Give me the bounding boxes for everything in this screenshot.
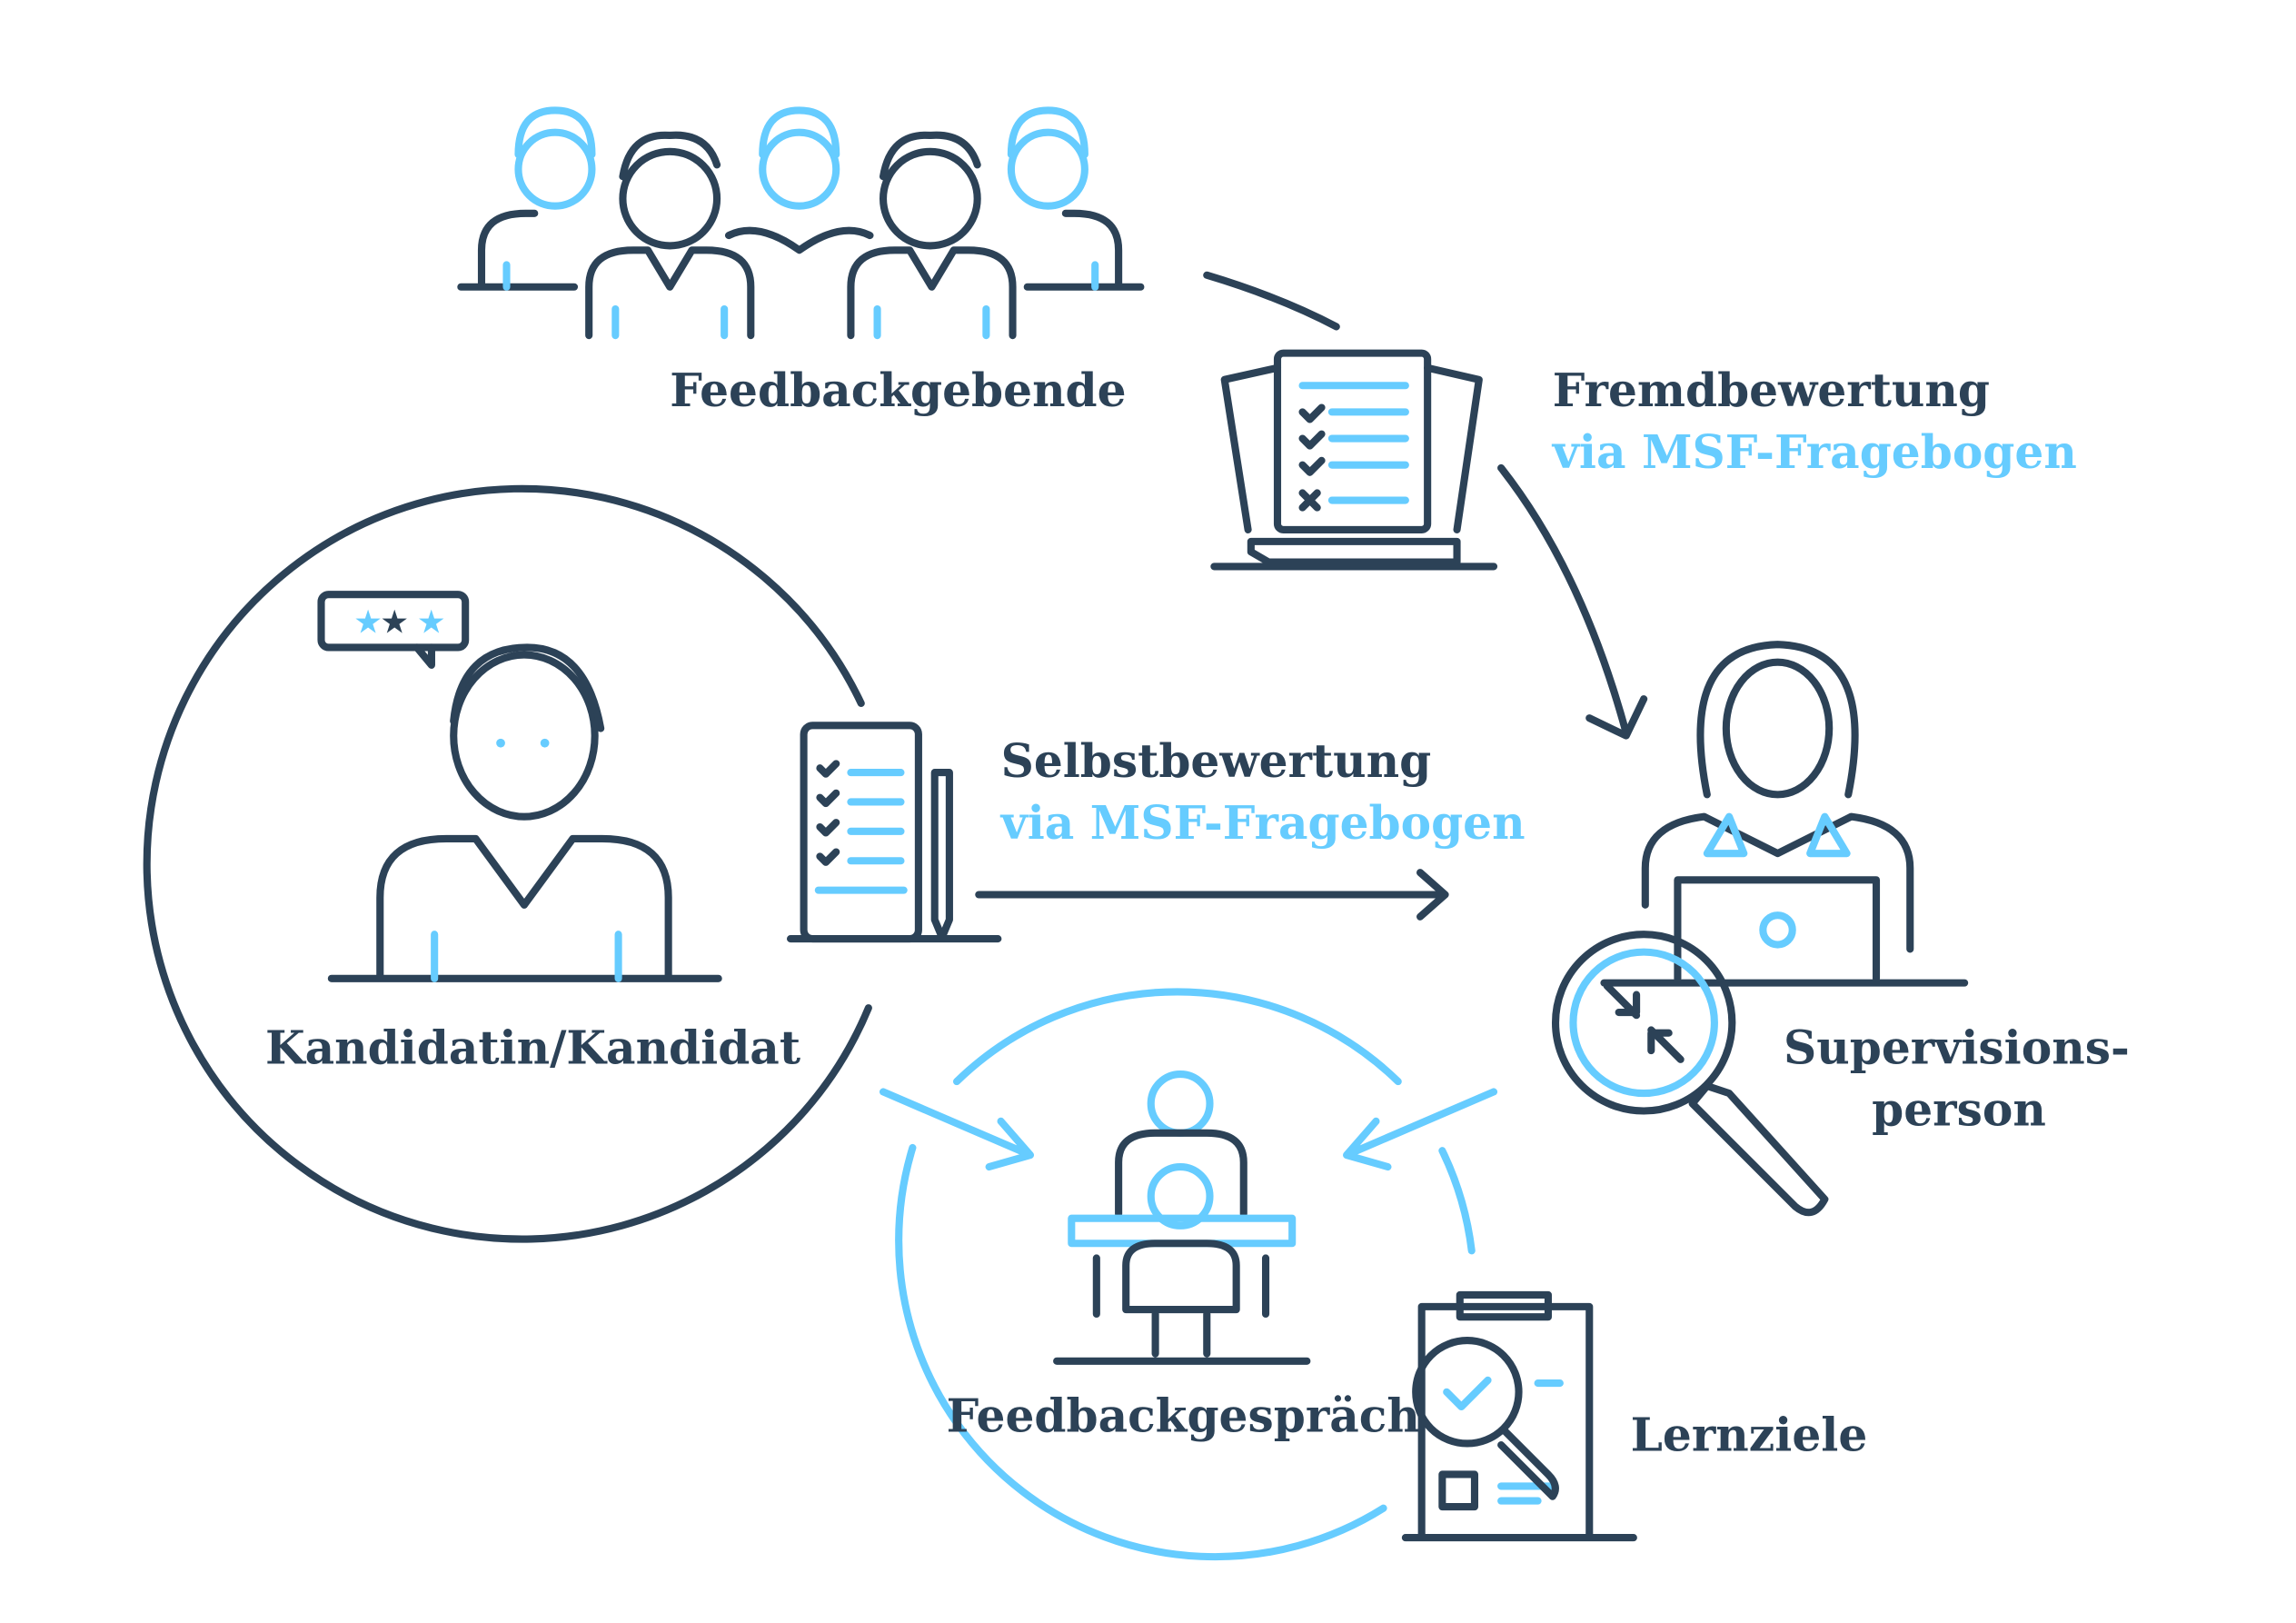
star-icon: ★ [417,603,446,641]
learning-goals-icon [1401,1290,1637,1542]
connector-arrow [1203,271,1340,331]
candidate-label: Kandidatin/Kandidat [265,1021,800,1075]
feedback-talk-label: Feedbackgespräch [947,1389,1420,1443]
supervisor-label-line1: Supervisions- [1784,1021,2130,1075]
feedback-givers-label: Feedbackgebende [670,363,1126,417]
supervisor-label-line2: person [1872,1083,2046,1137]
external-assessment-title: Fremdbewertung [1553,363,1990,417]
meeting-icon [1053,1070,1311,1365]
feedback-givers-icon [457,106,1145,340]
supervisor-icon [1551,641,1969,1217]
star-icon: ★ [353,603,383,641]
candidate-icon: ★ ★ ★ [317,591,722,982]
candidate-circle [143,484,872,1243]
self-assessment-title: Selbstbewertung [1001,734,1432,788]
arrow-to-feedback-talk [879,1088,1035,1171]
arrow-to-feedback-talk [1343,1088,1498,1171]
arrow-to-supervisor [1497,463,1648,740]
self-assessment-subtitle: via MSF-Fragebogen [1000,796,1526,850]
phone-questionnaire-icon [786,722,1002,943]
star-icon: ★ [380,603,409,641]
arrow-to-supervisor [975,869,1449,921]
external-assessment-subtitle: via MSF-Fragebogen [1552,425,2077,479]
learning-goals-label: Lernziele [1631,1409,1868,1462]
feedback-cycle-circle [895,988,1476,1561]
questionnaire-icon [1210,349,1498,571]
